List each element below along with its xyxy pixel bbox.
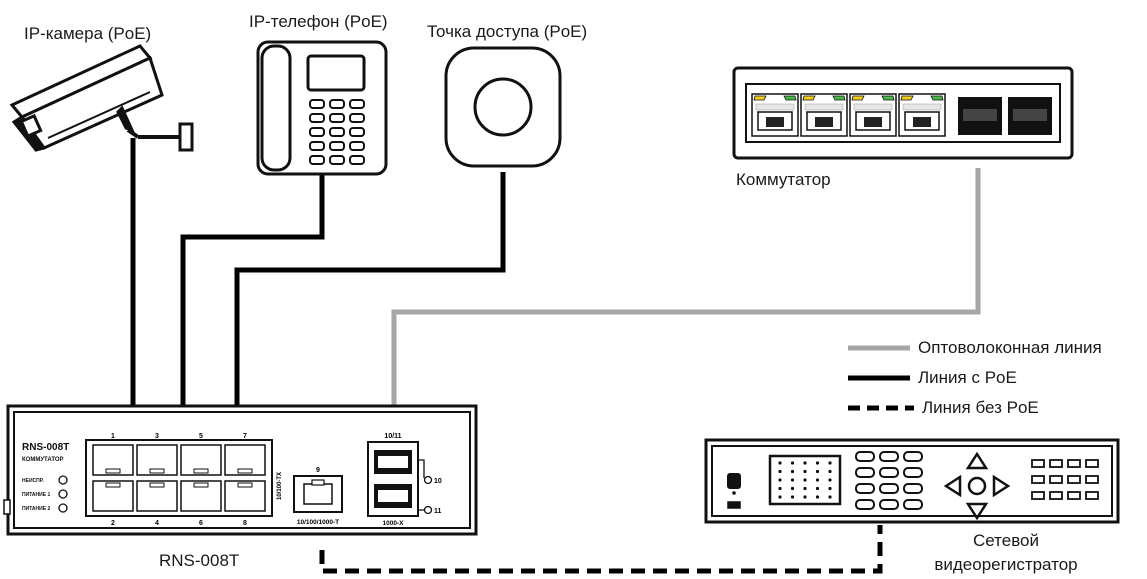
ip-camera-icon	[9, 44, 194, 152]
switch-port-led	[881, 95, 895, 101]
rns-port-top-7: 7	[243, 433, 247, 440]
nvr-button	[903, 499, 923, 510]
nvr-buttons	[855, 451, 923, 510]
rns-port-bottom-4: 4	[155, 520, 159, 527]
rns-port-bottom-8: 8	[243, 520, 247, 527]
switch-rj45-ports	[751, 93, 946, 137]
rns-led-fault	[58, 475, 68, 485]
rns-led-fault-label: НЕИСПР.	[22, 478, 44, 484]
nvr-key	[1049, 459, 1063, 468]
nvr-label-line1: Сетевой	[972, 531, 1040, 550]
nvr-key	[1067, 459, 1081, 468]
rns-port-bottom-6: 6	[199, 520, 203, 527]
nvr-key	[1085, 491, 1099, 500]
rns-led-power2-label: ПИТАНИЕ 2	[22, 506, 50, 512]
nvr-key	[1067, 491, 1081, 500]
rns-led-power1-label: ПИТАНИЕ 1	[22, 492, 50, 498]
legend-poe-label: Линия с PoE	[918, 368, 1017, 387]
nvr-label-line2: видеорегистратор	[934, 555, 1078, 574]
nvr-button	[879, 467, 899, 478]
switch-port-led	[851, 95, 865, 101]
nvr-key	[1031, 475, 1045, 484]
nvr-button	[855, 451, 875, 462]
phone-label: IP-телефон (PoE)	[249, 12, 388, 31]
nvr-key	[1031, 491, 1045, 500]
legend-fiber-label: Оптоволоконная линия	[918, 338, 1102, 357]
rns-port-top-5: 5	[199, 433, 203, 440]
nvr-key	[1031, 459, 1045, 468]
nvr-button	[903, 451, 923, 462]
nvr-button	[903, 467, 923, 478]
legend	[848, 345, 914, 411]
nvr-direction-pad	[943, 451, 1011, 521]
rns-port-bottom-2: 2	[111, 520, 115, 527]
nvr-button	[855, 483, 875, 494]
rns-port-top-1: 1	[111, 433, 115, 440]
nvr-non-poe-cable	[319, 525, 883, 574]
ip-phone-icon	[256, 40, 388, 176]
rns-port-top-3: 3	[155, 433, 159, 440]
phone-keypad	[309, 99, 365, 165]
switch-port-led	[783, 95, 797, 101]
nvr-key	[1067, 475, 1081, 484]
phone-poe-cable	[180, 175, 325, 405]
nvr-button	[879, 451, 899, 462]
nvr-button	[855, 499, 875, 510]
rns-sfp-top-label: 10/11	[384, 433, 401, 440]
nvr-keys	[1031, 459, 1099, 500]
nvr-button	[879, 499, 899, 510]
switch-port-led	[930, 95, 944, 101]
cables	[130, 168, 981, 574]
rns-subtitle: КОММУТАТОР	[22, 457, 64, 463]
rns-copper-port	[180, 480, 222, 512]
rns-sfp-bottom-label: 1000-X	[383, 520, 405, 527]
nvr-button	[879, 483, 899, 494]
nvr-icon	[704, 438, 1120, 524]
rns-sfp-port10-label: 10	[434, 478, 442, 485]
rns-model: RNS-008T	[22, 442, 69, 453]
nvr-button	[855, 467, 875, 478]
rns-led-power2	[58, 503, 68, 513]
camera-label: IP-камера (PoE)	[24, 24, 152, 43]
nvr-key	[1085, 459, 1099, 468]
nvr-key	[1085, 475, 1099, 484]
rns-008t-device: RNS-008T КОММУТАТОР НЕИСПР. ПИТАНИЕ 1 ПИ…	[3, 404, 478, 536]
rns-copper-port	[136, 480, 178, 512]
rns-sfp-port11-label: 11	[434, 508, 442, 515]
rns-port9-speed: 10/100/1000-T	[297, 519, 339, 526]
rns-port9-label: 9	[316, 467, 320, 474]
rns-led-power1	[58, 489, 68, 499]
nvr-key	[1049, 491, 1063, 500]
legend-no-poe-label: Линия без PoE	[922, 398, 1039, 417]
rns-copper-speed: 10/100-TX	[277, 472, 283, 500]
nvr-dot-grid	[778, 461, 832, 499]
access-point-label: Точка доступа (PoE)	[427, 22, 588, 41]
access-point-icon	[444, 46, 562, 168]
fiber-cable	[391, 168, 981, 405]
switch-port-led	[832, 95, 846, 101]
switch-port-led	[802, 95, 816, 101]
rns-label: RNS-008T	[159, 551, 240, 570]
switch-port-led	[753, 95, 767, 101]
switch-icon	[732, 66, 1074, 160]
nvr-key	[1049, 475, 1063, 484]
access-point-poe-cable	[234, 172, 506, 405]
switch-label: Коммутатор	[736, 170, 831, 189]
nvr-button	[903, 483, 923, 494]
switch-port-led	[900, 95, 914, 101]
rns-copper-ports	[92, 444, 266, 512]
